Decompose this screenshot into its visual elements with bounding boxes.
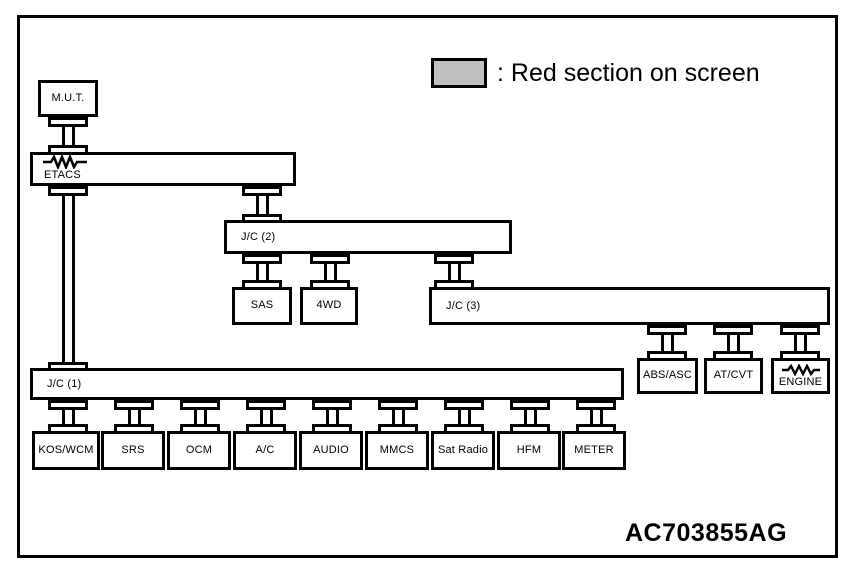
node-srs-label: SRS xyxy=(121,443,145,456)
node-audio-label: AUDIO xyxy=(313,443,349,456)
wire-jc3-at-a xyxy=(727,335,730,351)
wire-jc1-ecu7-a xyxy=(524,410,527,424)
wire-jc2-jc3-a xyxy=(448,264,451,280)
list-item[interactable]: SRS xyxy=(101,431,165,470)
list-item[interactable]: MMCS xyxy=(365,431,429,470)
wire-jc3-at-b xyxy=(737,335,740,351)
node-etacs-label: ETACS xyxy=(44,169,81,181)
connector-plug-jc1-bottom-3 xyxy=(246,400,286,410)
node-jc1-label: J/C (1) xyxy=(47,378,82,390)
node-mmcs-label: MMCS xyxy=(379,443,415,456)
connector-plug-jc1-bottom-0 xyxy=(48,400,88,410)
node-jc1[interactable]: J/C (1) xyxy=(30,368,624,400)
wire-jc3-abs-a xyxy=(661,335,664,351)
wire-etacs-jc2-a xyxy=(256,196,259,214)
node-engine-label: ENGINE xyxy=(778,376,823,389)
node-hfm-label: HFM xyxy=(516,443,542,456)
connector-plug-etacs-bottom-right xyxy=(242,186,282,196)
wire-jc3-engine-a xyxy=(794,335,797,351)
wire-mut-etacs-b xyxy=(72,127,75,145)
node-mut[interactable]: M.U.T. xyxy=(38,80,98,117)
wire-jc1-ecu3-a xyxy=(260,410,263,424)
wire-jc3-engine-b xyxy=(804,335,807,351)
node-at-cvt[interactable]: AT/CVT xyxy=(704,358,763,394)
wire-jc1-ecu8-a xyxy=(590,410,593,424)
connector-plug-jc2-bottom-sas xyxy=(242,254,282,264)
node-jc3[interactable]: J/C (3) xyxy=(429,287,830,325)
list-item[interactable]: METER xyxy=(562,431,626,470)
node-abs-asc[interactable]: ABS/ASC xyxy=(637,358,698,394)
wire-etacs-jc2-b xyxy=(266,196,269,214)
node-jc2[interactable]: J/C (2) xyxy=(224,220,512,254)
diagram-frame xyxy=(17,15,838,558)
legend-swatch-icon xyxy=(431,58,487,88)
resistor-zigzag-icon xyxy=(781,363,821,377)
wire-jc1-ecu8-b xyxy=(600,410,603,424)
resistor-zigzag-icon xyxy=(42,153,88,171)
list-item[interactable]: HFM xyxy=(497,431,561,470)
node-at-cvt-label: AT/CVT xyxy=(713,369,754,382)
connector-plug-jc1-bottom-5 xyxy=(378,400,418,410)
node-jc2-label: J/C (2) xyxy=(241,231,276,243)
node-mut-label: M.U.T. xyxy=(51,91,85,104)
connector-plug-jc3-bottom-abs xyxy=(647,325,687,335)
legend: : Red section on screen xyxy=(431,58,760,88)
connector-plug-jc1-bottom-8 xyxy=(576,400,616,410)
diagram-code: AC703855AG xyxy=(625,519,788,547)
node-ocm-label: OCM xyxy=(185,443,213,456)
node-engine[interactable]: ENGINE xyxy=(771,358,830,394)
wire-mut-etacs-a xyxy=(62,127,65,145)
wire-jc1-ecu4-b xyxy=(336,410,339,424)
list-item[interactable]: AUDIO xyxy=(299,431,363,470)
node-abs-asc-label: ABS/ASC xyxy=(642,369,693,382)
wire-jc2-sas-a xyxy=(256,264,259,280)
node-4wd[interactable]: 4WD xyxy=(300,287,358,325)
node-sas-label: SAS xyxy=(250,299,274,312)
list-item[interactable]: KOS/WCM xyxy=(32,431,100,470)
connector-plug-mut-bottom xyxy=(48,117,88,127)
connector-plug-jc1-bottom-6 xyxy=(444,400,484,410)
wire-jc1-ecu1-b xyxy=(138,410,141,424)
wire-jc2-4wd-b xyxy=(334,264,337,280)
wire-jc1-ecu0-a xyxy=(62,410,65,424)
wire-etacs-jc1-a xyxy=(62,196,65,362)
legend-label: : Red section on screen xyxy=(497,58,760,87)
wire-jc1-ecu2-a xyxy=(194,410,197,424)
node-sas[interactable]: SAS xyxy=(232,287,292,325)
wire-jc1-ecu6-b xyxy=(468,410,471,424)
node-4wd-label: 4WD xyxy=(316,299,342,312)
wire-jc1-ecu5-a xyxy=(392,410,395,424)
wire-jc2-sas-b xyxy=(266,264,269,280)
list-item[interactable]: OCM xyxy=(167,431,231,470)
wire-jc1-ecu4-a xyxy=(326,410,329,424)
wire-jc1-ecu0-b xyxy=(72,410,75,424)
wire-jc1-ecu5-b xyxy=(402,410,405,424)
node-ac-label: A/C xyxy=(255,443,275,456)
connector-plug-jc1-bottom-1 xyxy=(114,400,154,410)
wire-jc3-abs-b xyxy=(671,335,674,351)
connector-plug-jc1-bottom-2 xyxy=(180,400,220,410)
wire-jc2-4wd-a xyxy=(324,264,327,280)
connector-plug-jc3-bottom-engine xyxy=(780,325,820,335)
node-meter-label: METER xyxy=(574,443,614,456)
wire-jc1-ecu6-a xyxy=(458,410,461,424)
list-item[interactable]: A/C xyxy=(233,431,297,470)
connector-plug-jc2-bottom-jc3 xyxy=(434,254,474,264)
connector-plug-jc1-bottom-7 xyxy=(510,400,550,410)
list-item[interactable]: Sat Radio xyxy=(431,431,495,470)
wire-etacs-jc1-b xyxy=(72,196,75,362)
wire-jc1-ecu1-a xyxy=(128,410,131,424)
wire-jc2-jc3-b xyxy=(458,264,461,280)
connector-plug-jc1-bottom-4 xyxy=(312,400,352,410)
node-kos-wcm-label: KOS/WCM xyxy=(38,443,94,456)
connector-plug-jc3-bottom-at xyxy=(713,325,753,335)
wire-jc1-ecu3-b xyxy=(270,410,273,424)
wire-jc1-ecu7-b xyxy=(534,410,537,424)
wire-jc1-ecu2-b xyxy=(204,410,207,424)
node-jc3-label: J/C (3) xyxy=(446,300,481,312)
node-sat-radio-label: Sat Radio xyxy=(437,443,489,456)
connector-plug-etacs-bottom xyxy=(48,186,88,196)
connector-plug-jc2-bottom-4wd xyxy=(310,254,350,264)
node-etacs[interactable]: ETACS xyxy=(30,152,296,186)
